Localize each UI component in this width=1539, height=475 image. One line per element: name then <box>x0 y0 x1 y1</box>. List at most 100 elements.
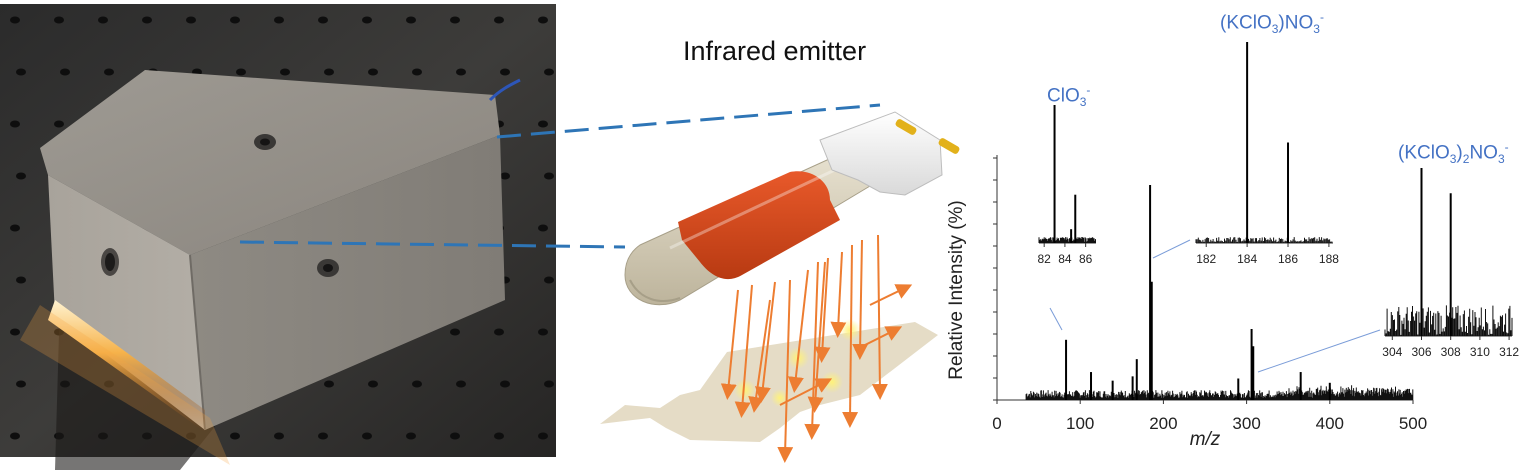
x-axis-label: m/z <box>1190 429 1221 450</box>
x-tick-label: 100 <box>1066 414 1094 433</box>
table-hole-icon <box>450 432 460 440</box>
table-hole-icon <box>324 380 334 388</box>
table-hole-icon <box>412 380 422 388</box>
table-hole-icon <box>236 68 246 76</box>
emitter-drawing <box>600 111 960 463</box>
ir-arrow <box>814 257 831 363</box>
emitter-end-cap <box>629 279 681 302</box>
emitter-highlight <box>669 156 861 250</box>
table-hole-icon <box>324 68 334 76</box>
reflected-ir-arrow <box>869 284 913 306</box>
table-hole-icon <box>10 16 20 24</box>
annotation-clo3: ClO3- <box>1047 83 1091 110</box>
baseline-noise <box>1025 385 1414 400</box>
emitter-title: Infrared emitter <box>683 36 867 66</box>
x-tick-label: 300 <box>1232 414 1260 433</box>
leader-line-top <box>496 103 881 139</box>
table-hole-icon <box>406 16 416 24</box>
table-hole-icon <box>10 224 20 232</box>
infrared-glow <box>48 300 205 432</box>
ir-arrow <box>720 289 739 400</box>
table-hole-icon <box>10 432 20 440</box>
x-tick-label: 500 <box>1399 414 1427 433</box>
x-tick-label: 200 <box>1149 414 1177 433</box>
table-hole-icon <box>274 432 284 440</box>
inset-tick-label: 306 <box>1411 345 1431 359</box>
pin-icon <box>938 138 960 154</box>
inset-tick-label: 304 <box>1382 345 1402 359</box>
table-hole-icon <box>538 432 548 440</box>
inset-tick-label: 186 <box>1278 252 1298 266</box>
table-hole-icon <box>538 224 548 232</box>
table-hole-icon <box>16 276 26 284</box>
table-hole-icon <box>280 68 290 76</box>
block-top-face <box>40 70 500 255</box>
table-hole-icon <box>230 432 240 440</box>
table-hole-icon <box>538 328 548 336</box>
ir-arrow <box>871 234 888 400</box>
ir-arrow <box>852 239 869 360</box>
table-hole-icon <box>54 16 64 24</box>
table-hole-icon <box>450 328 460 336</box>
table-hole-icon <box>98 16 108 24</box>
table-hole-icon <box>494 16 504 24</box>
inset-noise <box>1038 237 1096 243</box>
table-hole-icon <box>274 16 284 24</box>
reflected-ir-arrow <box>779 378 833 406</box>
inset-connector <box>1257 329 1381 373</box>
annotation-kclo3-2-no3: (KClO3)2NO3- <box>1398 140 1509 167</box>
table-hole-icon <box>500 68 510 76</box>
heat-spot <box>734 379 756 401</box>
table-hole-icon <box>54 120 64 128</box>
inset-tick-label: 188 <box>1319 252 1339 266</box>
table-hole-icon <box>60 68 70 76</box>
ir-arrow <box>748 299 771 413</box>
table-hole-icon <box>186 16 196 24</box>
table-hole-icon <box>10 328 20 336</box>
table-hole-icon <box>494 328 504 336</box>
table-hole-icon <box>456 68 466 76</box>
x-tick-label: 0 <box>992 414 1001 433</box>
ir-arrow <box>787 269 809 393</box>
table-hole-icon <box>544 172 554 180</box>
glow-reflection <box>20 305 230 465</box>
table-hole-icon <box>500 380 510 388</box>
block-side-face <box>190 135 505 430</box>
inset-tick-label: 84 <box>1058 252 1072 266</box>
emitter-coating <box>678 171 840 280</box>
table-hole-icon <box>142 16 152 24</box>
port-hole-inner-icon <box>105 253 115 271</box>
table-hole-icon <box>500 172 510 180</box>
pin-icon <box>895 119 917 135</box>
inset-tick-label: 182 <box>1196 252 1216 266</box>
table-hole-icon <box>544 68 554 76</box>
inset-tick-label: 86 <box>1079 252 1093 266</box>
ir-arrow <box>842 244 859 428</box>
housing-photo <box>0 4 556 470</box>
table-hole-icon <box>362 16 372 24</box>
reflected-ir-arrow <box>854 326 903 351</box>
table-hole-icon <box>450 16 460 24</box>
table-hole-icon <box>456 380 466 388</box>
inset-tick-label: 312 <box>1499 345 1519 359</box>
screw-slot-icon <box>323 264 333 272</box>
leader-line-bottom <box>239 240 626 249</box>
table-hole-icon <box>318 432 328 440</box>
table-hole-icon <box>494 432 504 440</box>
inset-tick-label: 308 <box>1441 345 1461 359</box>
table-hole-icon <box>406 432 416 440</box>
table-hole-icon <box>538 16 548 24</box>
ir-arrow <box>754 281 776 403</box>
table-hole-icon <box>544 380 554 388</box>
table-hole-icon <box>10 120 20 128</box>
table-hole-icon <box>368 68 378 76</box>
ir-arrow <box>830 251 847 338</box>
inset-tick-label: 82 <box>1038 252 1052 266</box>
inset-connector <box>1152 239 1191 259</box>
x-tick-label: 400 <box>1316 414 1344 433</box>
table-hole-icon <box>16 68 26 76</box>
table-hole-icon <box>362 432 372 440</box>
table-hole-icon <box>368 380 378 388</box>
